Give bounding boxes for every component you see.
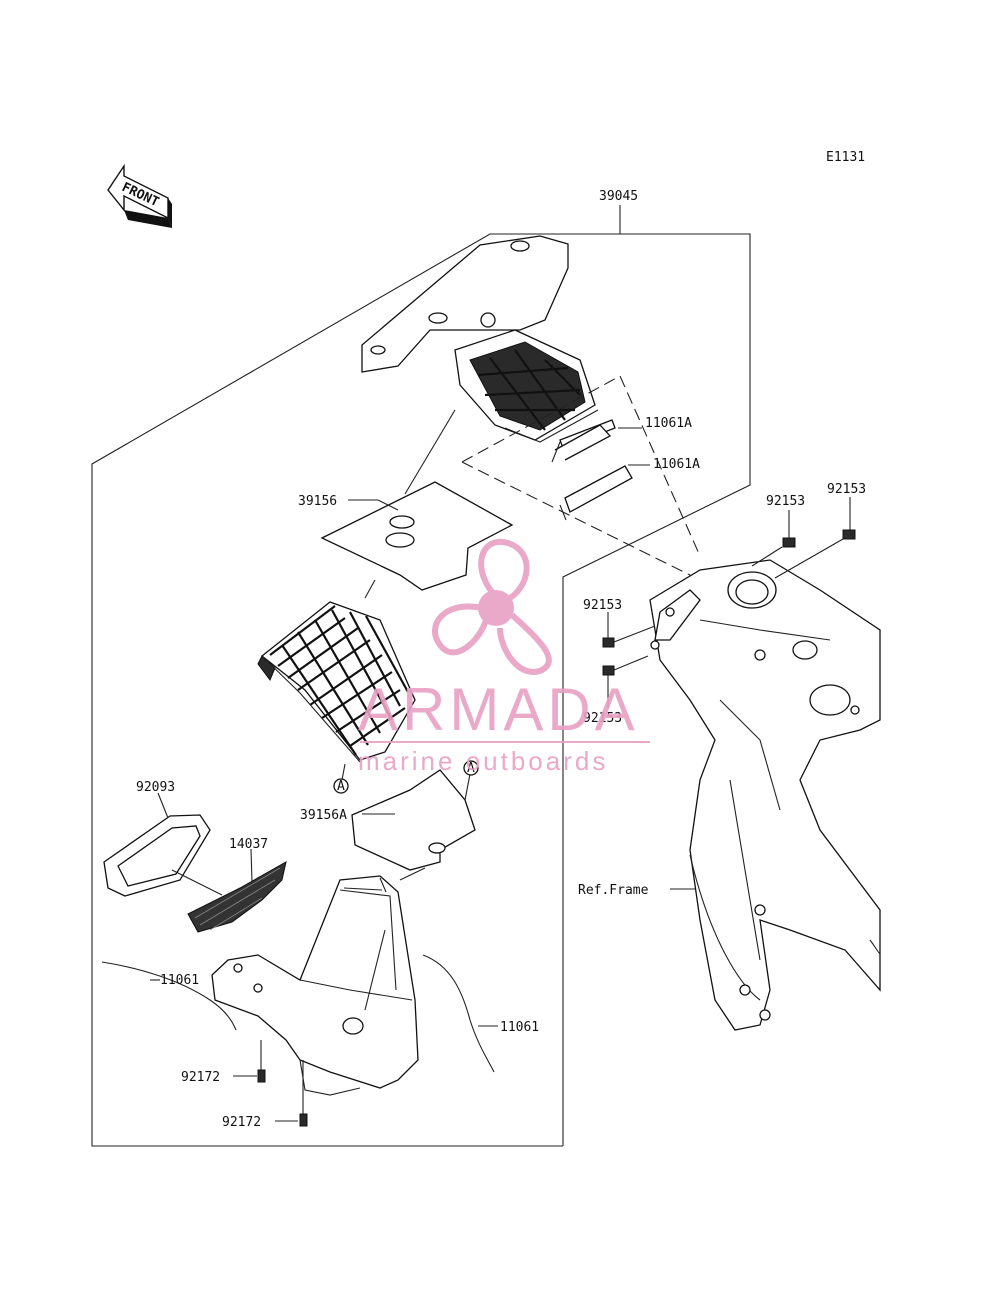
label-92172-lower: 92172 — [222, 1115, 261, 1130]
bolt-92153-mid-lower — [602, 655, 649, 708]
lower-housing — [211, 875, 419, 1096]
label-39045: 39045 — [599, 189, 638, 204]
seal-11061-right — [422, 954, 495, 1073]
armada-watermark: ARMADA marine outboards — [358, 538, 650, 776]
label-92153-top-right: 92153 — [827, 482, 866, 497]
callout-marker-a-right: A — [467, 761, 475, 776]
label-14037: 14037 — [229, 837, 268, 852]
label-39156a: 39156A — [300, 808, 347, 823]
screen-14037 — [187, 861, 287, 933]
bolt-92153-top-left — [751, 510, 796, 567]
seal-11061-left — [101, 961, 237, 1031]
front-arrow-icon: FRONT — [107, 163, 172, 228]
bolt-92153-top-right — [774, 497, 856, 579]
pad-39156a — [351, 769, 476, 871]
label-11061a-lower: 11061A — [653, 457, 700, 472]
cover-92093 — [103, 814, 211, 897]
screw-92172-upper — [257, 1040, 266, 1083]
propeller-logo-icon — [432, 538, 552, 675]
label-39156: 39156 — [298, 494, 337, 509]
label-11061a-upper: 11061A — [645, 416, 692, 431]
bolt-92153-mid-upper — [602, 612, 656, 648]
watermark-brand: ARMADA — [358, 676, 639, 743]
label-92093: 92093 — [136, 780, 175, 795]
watermark-tagline: marine outboards — [358, 746, 608, 776]
reference-frame-label: Ref.Frame — [578, 883, 649, 898]
pad-39156 — [320, 481, 514, 591]
diagram-code: E1131 — [826, 150, 865, 165]
label-92172-upper: 92172 — [181, 1070, 220, 1085]
air-duct-bracket — [361, 235, 599, 443]
label-92153-mid-upper: 92153 — [583, 598, 622, 613]
label-92153-mid-lower: 92153 — [583, 711, 622, 726]
label-92153-top-left: 92153 — [766, 494, 805, 509]
callout-marker-a-left: A — [337, 779, 345, 794]
mesh-filter — [257, 601, 416, 763]
label-11061-right: 11061 — [500, 1020, 539, 1035]
seal-11061a-lower — [559, 465, 633, 521]
seal-11061a-upper — [551, 419, 616, 463]
label-11061-left: 11061 — [160, 973, 199, 988]
screw-92172-lower — [299, 1060, 308, 1127]
frame — [649, 559, 881, 1031]
